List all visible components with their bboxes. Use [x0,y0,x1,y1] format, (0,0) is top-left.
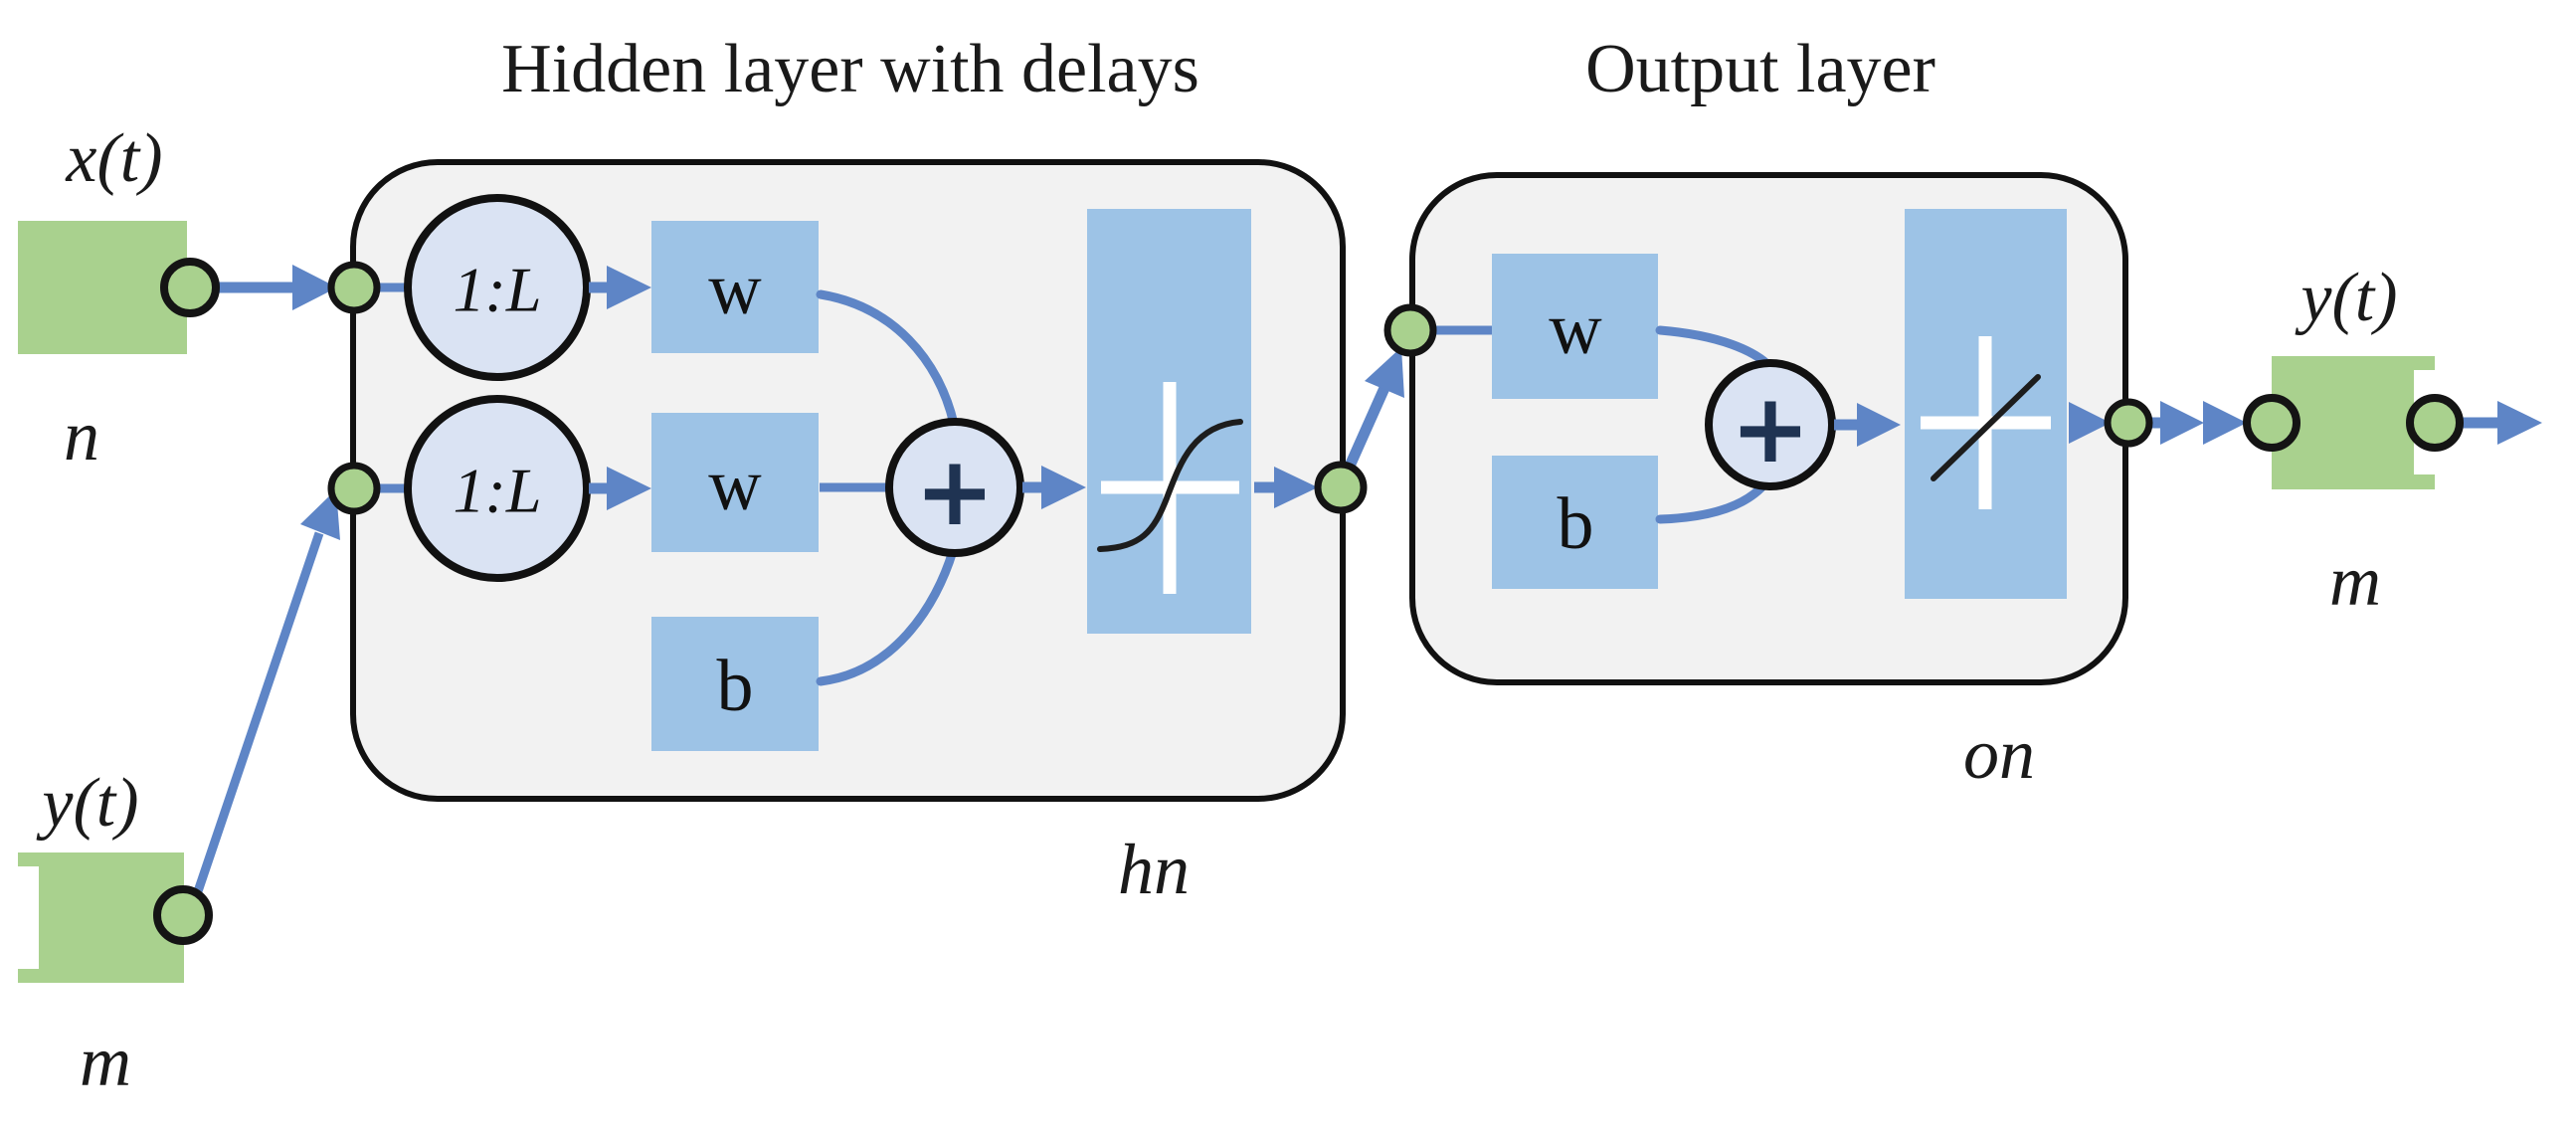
output-sum-plus-icon: + [1731,373,1810,484]
output-weight-box [1492,254,1658,399]
input-x-source: x(t) n [18,120,187,475]
hidden-weight-bottom-label: w [708,445,762,526]
arrow-sum-to-activation [1834,403,1901,447]
arrow-head-icon [300,489,340,540]
output-y-label: y(t) [2295,260,2397,336]
node-yblock-left [2243,394,2300,452]
hidden-activation-block [1087,209,1251,634]
arrow-head-icon [2497,401,2542,445]
curve-weight-top-to-sum [816,289,959,429]
curve-bias-to-sum [816,546,958,686]
arrow-head-icon [1365,347,1404,398]
input-x-dimension: n [64,396,99,475]
purelin-activation-icon [1931,374,2041,481]
arrow-head-icon [1857,403,1901,447]
node-input-x [160,258,220,317]
output-y-dimension: m [2329,541,2381,621]
arrow-sum-to-activation [1022,466,1086,509]
output-bias-box [1492,456,1658,589]
arrow-activation-to-node [1254,467,1318,508]
input-x-block [18,221,187,354]
output-sum-circle [1705,359,1836,490]
delay-top-label: 1:L [454,255,542,325]
arrow-x-to-hidden [218,265,337,310]
arrow-head-icon [607,266,651,309]
network-output-block: y(t) m [2272,260,2435,621]
output-bias-label: b [1558,483,1594,565]
arrow-head-icon [2069,402,2111,444]
delay-bottom-label: 1:L [454,456,542,526]
node-hidden-input-x [327,261,381,314]
delay-circle-bottom [404,395,591,582]
feedback-y-block-notch [18,866,39,969]
arrow-activation-to-node [2069,402,2111,444]
hidden-weight-top-box [651,221,819,353]
arrow-delay-top-to-weight [589,266,651,309]
hidden-bias-label: b [717,646,754,727]
arrow-hidden-to-output [1342,347,1404,473]
output-activation-block [1905,209,2067,599]
arrow-shaft [190,531,324,902]
node-yblock-right [2406,394,2464,452]
arrow-head-icon [1041,466,1086,509]
input-x-label: x(t) [65,120,162,197]
hidden-weight-top-label: w [708,249,762,330]
arrow-head-icon [1274,467,1318,508]
node-output-input [1383,303,1437,357]
delay-circle-top [404,194,591,381]
node-output-exit [2104,398,2153,448]
feedback-y-dimension: m [80,1022,131,1101]
hidden-sum-circle [885,418,1024,557]
hidden-sum-plus-icon: + [915,436,995,547]
feedback-y-source: y(t) m [18,765,184,1101]
output-layer-name: on [1963,714,2035,794]
tansig-activation-icon [1097,419,1243,552]
arrow-head-icon [607,467,651,510]
arrow-shaft [1342,385,1390,473]
hidden-layer-name: hn [1118,830,1190,909]
feedback-y-label: y(t) [36,765,138,842]
arrow-delay-bottom-to-weight [589,467,651,510]
hidden-layer-title: Hidden layer with delays [501,31,1199,107]
output-layer-group: w b + [1432,209,2111,599]
hidden-bias-box [651,617,819,751]
hidden-weight-bottom-box [651,413,819,552]
node-hidden-output [1314,461,1368,514]
arrow-head-icon [2160,401,2204,445]
arrow-output-to-yblock [2148,401,2247,445]
node-hidden-input-feedback [327,462,381,515]
arrow-final-output [2463,401,2542,445]
arrow-head-icon [292,265,337,310]
output-layer-title: Output layer [1585,31,1935,107]
arrow-feedback-to-hidden [190,489,340,902]
node-feedback-source [153,885,213,945]
arrow-head-icon [2203,401,2247,445]
output-weight-label: w [1549,288,1602,370]
hidden-layer-group: 1:L 1:L w w b + [376,194,1318,751]
